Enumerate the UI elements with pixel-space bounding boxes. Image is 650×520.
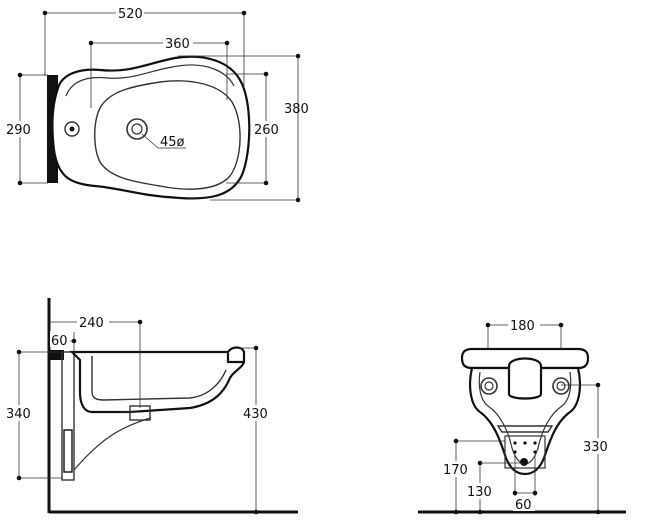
dim-text-bg (116, 4, 144, 20)
dim-text-bg (241, 405, 271, 421)
dim-dot (295, 53, 301, 59)
dim-text-bg (77, 313, 109, 329)
dim-dot (253, 509, 259, 515)
dim-text-bg (4, 121, 34, 137)
dim-dot (512, 490, 518, 496)
front-view-fixing-dot (513, 441, 517, 445)
dim-dot (532, 490, 538, 496)
dim-dot (263, 180, 269, 186)
front-view-hole-left-inner (484, 381, 494, 391)
dim-dot (595, 382, 601, 388)
front-view-fixing-dot (513, 450, 517, 454)
dim-text-bg (4, 405, 34, 421)
front-view-hole-right (552, 377, 570, 395)
dim-dot (485, 322, 491, 328)
dim-depth-overall: 380 (284, 102, 309, 117)
dim-rim-height: 340 (6, 407, 31, 422)
dim-fixing-height: 330 (583, 440, 608, 455)
side-view-rim-front (226, 346, 246, 364)
front-view-body (469, 366, 581, 476)
dim-text-bg (441, 461, 471, 477)
dim-dot (241, 10, 247, 16)
dim-dot (224, 40, 230, 46)
dim-dot (137, 319, 143, 325)
side-view-bowl-outer (69, 350, 246, 414)
dim-dot (263, 71, 269, 77)
side-view-bowl-inner (91, 356, 227, 401)
front-view-neck (507, 357, 543, 400)
dim-text-bg (50, 331, 70, 347)
dim-text-bg (513, 497, 535, 511)
dim-dot (17, 180, 23, 186)
front-view-fixing-dot (523, 441, 527, 445)
top-view-overflow-hole-inner (69, 126, 75, 132)
dim-width-basin: 360 (165, 37, 190, 52)
top-view-tap-hole-inner (131, 123, 143, 135)
dim-text-bg (465, 483, 495, 499)
dim-wall-offset: 60 (51, 334, 68, 349)
dim-dot (453, 438, 459, 444)
dim-outlet-height: 170 (443, 463, 468, 478)
dim-projection: 240 (79, 316, 104, 331)
dim-dot (16, 475, 22, 481)
side-view-mount-block (50, 350, 64, 360)
side-view: 240 60 340 430 (4, 298, 298, 515)
front-view-fixing-dot (533, 450, 537, 454)
top-view-outer-contour (51, 55, 251, 200)
dim-outlet-spacing: 60 (515, 498, 532, 513)
dim-text-bg (163, 35, 193, 51)
dim-dot (71, 338, 77, 344)
front-view-plate (496, 425, 554, 433)
front-view-outlet-frame (504, 435, 546, 469)
side-view-bracket (73, 417, 151, 471)
top-view: 45ø 520 360 380 260 (4, 4, 309, 203)
dim-text-bg (508, 316, 540, 332)
dim-dot (88, 40, 94, 46)
dim-depth-basin: 260 (254, 123, 279, 138)
top-view-overflow-hole (64, 121, 80, 137)
dim-tap-hole: 45ø (160, 135, 185, 150)
dim-width-overall: 520 (118, 7, 143, 22)
dim-dot (17, 72, 23, 78)
dim-text-bg (252, 121, 280, 137)
dim-dot (16, 349, 22, 355)
dim-fixing-spacing: 180 (510, 319, 535, 334)
front-view-outlet (520, 458, 528, 466)
front-view: 180 330 170 130 60 (418, 316, 626, 515)
dim-depth-back: 290 (6, 123, 31, 138)
side-view-back-plate-bottom (63, 429, 73, 473)
top-view-inner-basin (94, 80, 241, 190)
dim-fixing-low: 130 (467, 485, 492, 500)
dim-dot (595, 509, 601, 515)
dim-dot (558, 322, 564, 328)
dim-dot (295, 197, 301, 203)
dim-dot (477, 509, 483, 515)
side-view-back-plate (61, 351, 75, 481)
dim-dot (477, 460, 483, 466)
dim-overall-height: 430 (243, 407, 268, 422)
dim-dot (42, 10, 48, 16)
front-view-fixing-dot (533, 441, 537, 445)
front-view-hole-right-inner (556, 381, 566, 391)
top-view-rim-line (65, 64, 235, 97)
front-view-hole-left (480, 377, 498, 395)
dim-text-bg (582, 438, 614, 454)
dim-dot (253, 345, 259, 351)
tap-hole-leader (141, 133, 159, 149)
top-view-tap-hole (126, 118, 148, 140)
dim-dot (453, 509, 459, 515)
